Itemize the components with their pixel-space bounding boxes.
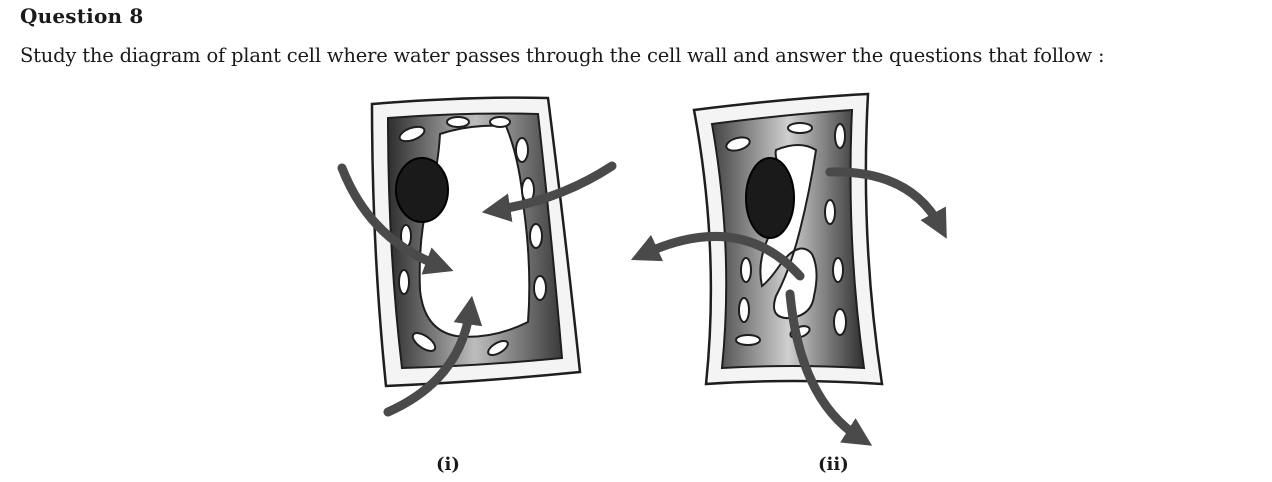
cell-i <box>337 96 617 417</box>
cell-i-label: (i) <box>436 454 460 475</box>
cell-i-nucleus <box>395 157 449 223</box>
plant-cell-diagram <box>337 92 947 446</box>
cell-ii <box>630 92 947 446</box>
cell-ii-chloroplasts <box>725 122 847 346</box>
cell-i-water-arrows <box>337 161 617 417</box>
question-heading: Question 8 <box>20 4 144 28</box>
question-text: Study the diagram of plant cell where wa… <box>20 44 1105 67</box>
cell-ii-water-arrows <box>630 167 947 446</box>
cell-ii-nucleus <box>745 157 795 239</box>
cell-ii-label: (ii) <box>818 454 849 475</box>
